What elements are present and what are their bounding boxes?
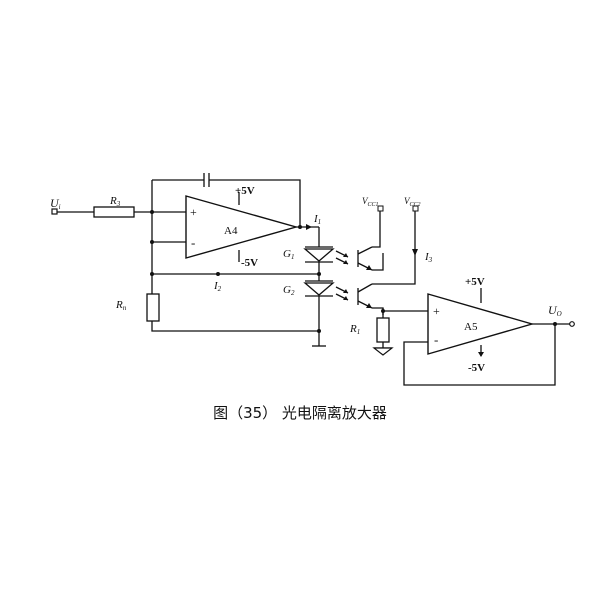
rn-label: Rn: [115, 299, 127, 312]
uo-label: UO: [548, 303, 562, 318]
a5-minus-label: -: [434, 332, 438, 347]
i1-label: I1: [313, 213, 321, 226]
figure-caption: 图（35） 光电隔离放大器: [213, 404, 387, 422]
resistor-r1: [376, 311, 390, 348]
r3-label: R3: [109, 195, 121, 208]
a5-plus-label: +: [433, 304, 440, 318]
a5-label: A5: [464, 321, 478, 333]
i3-label: I3: [424, 251, 433, 264]
a4-vneg-label: -5V: [241, 257, 258, 269]
a5-vneg-label: -5V: [468, 362, 485, 374]
a4-plus-label: +: [190, 205, 197, 219]
a4-label: A4: [224, 225, 238, 237]
led-g1: [303, 246, 349, 274]
g2-label: G2: [283, 284, 295, 297]
i2-label: I2: [213, 280, 222, 293]
a4-minus-label: -: [191, 235, 195, 250]
vcc1-label: VCC1: [362, 196, 379, 208]
ground-symbol: [372, 347, 394, 356]
input-terminal: [51, 208, 94, 215]
resistor-rn: [146, 293, 319, 332]
phototransistor-1: [357, 214, 384, 271]
r1-label: R1: [349, 323, 360, 336]
a5-vpos-label: +5V: [465, 276, 485, 288]
vcc2-label: VCC2: [404, 196, 421, 208]
feedback-capacitor: [152, 173, 301, 227]
op-amp-a4: [185, 195, 299, 259]
op-amp-a5: [427, 293, 535, 355]
resistor-r3: [93, 206, 186, 218]
g1-label: G1: [283, 248, 294, 261]
led-g2: [303, 274, 349, 346]
phototransistor-2: [357, 214, 416, 315]
ui-label: Ui: [50, 196, 61, 211]
a4-vpos-label: +5V: [235, 185, 255, 197]
